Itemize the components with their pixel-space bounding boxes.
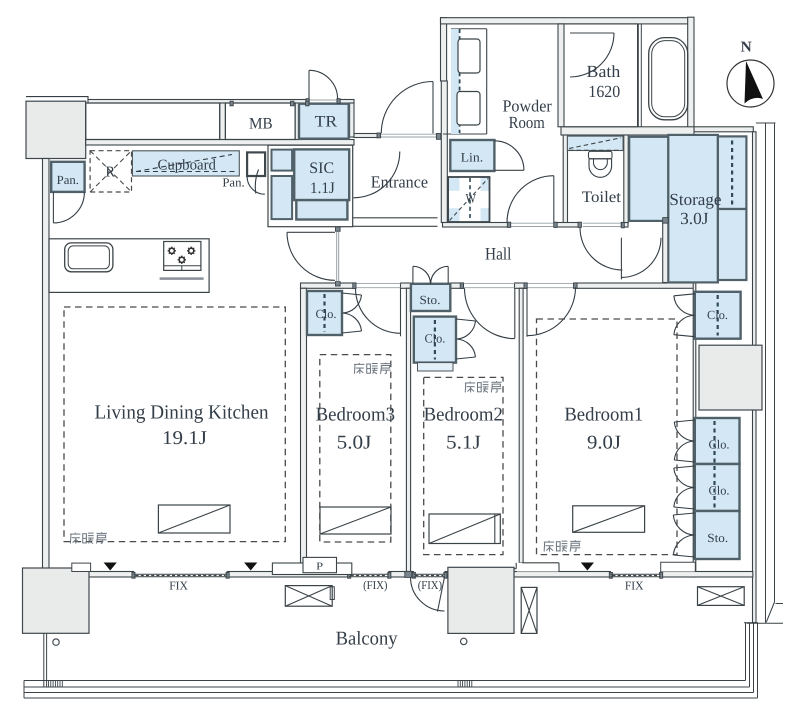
svg-text:W: W [465,190,476,205]
svg-text:Clo.: Clo. [709,484,730,498]
svg-text:Bedroom3: Bedroom3 [316,405,395,426]
svg-text:Lin.: Lin. [461,149,484,164]
svg-text:Clo.: Clo. [424,332,445,346]
svg-text:3.0J: 3.0J [680,209,709,228]
svg-text:Balcony: Balcony [336,629,398,650]
svg-text:N: N [741,40,752,56]
svg-text:FIX: FIX [625,579,644,593]
svg-text:Hall: Hall [485,244,512,264]
svg-text:Sto.: Sto. [420,293,441,307]
svg-text:FIX: FIX [169,578,188,592]
svg-text:(FIX): (FIX) [418,578,442,592]
svg-text:1620: 1620 [588,82,620,101]
svg-text:Cupboard: Cupboard [157,158,216,174]
svg-text:1.1J: 1.1J [310,180,335,197]
svg-text:Pan.: Pan. [222,176,244,190]
svg-text:5.0J: 5.0J [337,432,372,453]
svg-text:SIC: SIC [309,160,334,177]
svg-text:Clo.: Clo. [316,307,337,321]
svg-text:P: P [316,562,323,573]
svg-text:Room: Room [509,113,545,132]
svg-text:Bedroom2: Bedroom2 [424,405,503,426]
svg-text:5.1J: 5.1J [446,432,481,453]
svg-text:9.0J: 9.0J [587,432,621,453]
svg-text:19.1J: 19.1J [162,428,207,449]
svg-text:Bath: Bath [587,62,621,81]
svg-text:Bedroom1: Bedroom1 [564,405,643,426]
svg-text:Living Dining Kitchen: Living Dining Kitchen [95,401,269,423]
svg-text:Toilet: Toilet [582,189,622,206]
svg-text:Storage: Storage [669,190,721,209]
svg-text:TR: TR [315,114,338,131]
svg-text:Powder: Powder [502,96,552,115]
svg-text:(FIX): (FIX) [363,578,387,592]
svg-text:MB: MB [249,115,273,132]
svg-text:Sto.: Sto. [707,531,728,545]
svg-text:Clo.: Clo. [709,438,730,452]
svg-text:Clo.: Clo. [707,308,728,322]
svg-text:Pan.: Pan. [57,173,79,187]
svg-text:Entrance: Entrance [371,173,428,192]
svg-text:R: R [105,164,115,180]
